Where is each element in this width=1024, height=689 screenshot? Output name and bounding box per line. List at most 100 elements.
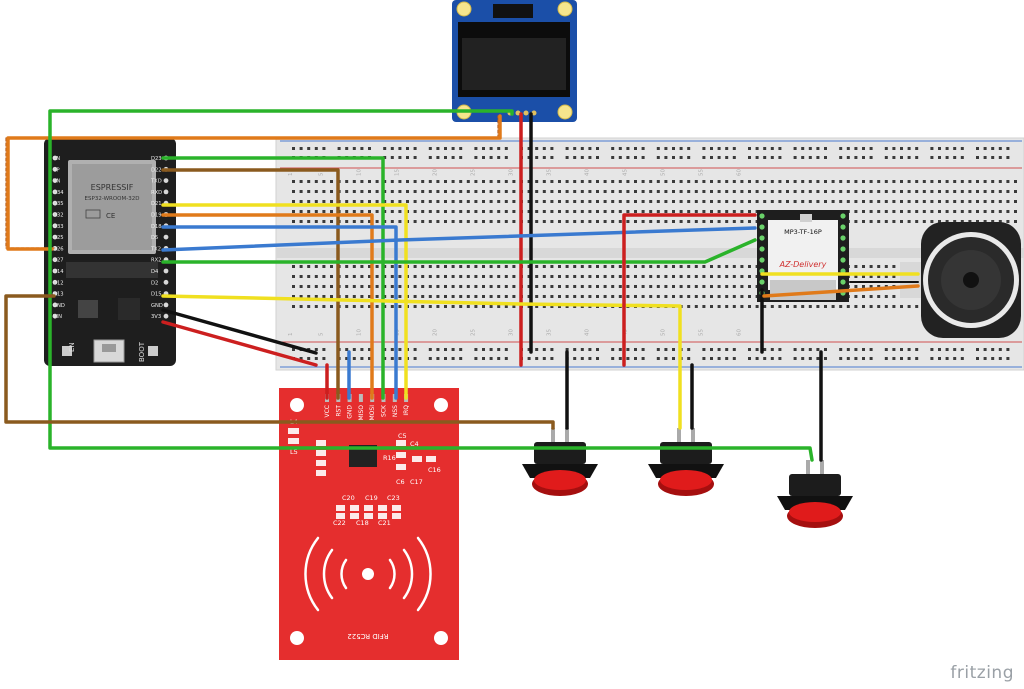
esp32-pin-label: D2 [151,280,158,286]
esp32-pin-label: D25 [53,235,64,241]
bb-col-number-top: 20 [432,169,438,176]
push-button [777,460,853,528]
esp32-pin-hole [163,268,169,274]
esp32-pin-hole [163,189,169,195]
esp32-pin-label: D18 [151,224,162,230]
rfid-comp-c19: C19 [365,494,378,502]
bb-col-number-top: 60 [736,169,742,176]
mp3-pin-right [840,257,846,263]
wire-green-oled [48,109,814,462]
rfid-label: RFID RC522 [347,632,388,640]
esp32-pin-label: D33 [53,224,64,230]
rfid-comp-c21: C21 [378,519,391,527]
esp32-pin-label: D15 [151,292,162,298]
bb-col-number-top: 25 [470,169,476,176]
bb-col-number-bottom: 40 [584,329,590,336]
rfid-pin-label: IRQ [403,405,410,416]
bb-col-number-top: 55 [698,169,704,176]
esp32-pin-label: RXD [151,190,162,196]
esp32-pin-hole [52,279,58,285]
esp32-pin-label: D34 [53,190,64,196]
esp32-pin-label: RX2 [151,258,161,264]
mp3-brand: AZ-Delivery [779,260,827,269]
rfid-pin-label: MISO [358,405,365,421]
mp3-pin-right [840,235,846,241]
esp32-pin-label: D14 [53,269,64,275]
push-button [522,428,598,496]
rfid-pin-label: VCC [324,405,331,417]
bb-col-number-bottom: 35 [546,329,552,336]
esp32-pin-hole [52,212,58,217]
rfid-pin-label: NSS [392,405,399,417]
bb-col-number-top: 35 [546,169,552,176]
rfid-comp-c5: C5 [398,432,407,440]
esp32-pin-label: D32 [53,213,64,219]
esp32-pin-label: D21 [151,201,162,207]
esp32-pin-hole [52,178,58,184]
bb-col-number-top: 30 [508,169,514,176]
esp32-pin-hole [52,166,58,172]
esp32-pin-label: D12 [53,280,64,286]
esp32-model: ESP32-WROOM-32D [85,196,140,202]
wire-blue-tx2 [161,226,757,252]
wires [4,109,920,462]
svg-text:CE: CE [106,212,115,220]
bb-col-number-bottom: 10 [356,329,362,336]
esp32-pin-hole [52,155,58,161]
wire-yellow-d21 [161,203,408,400]
mp3-pin-right [840,279,846,285]
wire-red-3v3 [161,320,318,367]
fritzing-watermark: fritzing [950,663,1014,683]
rfid-comp-c18: C18 [356,519,369,527]
bb-col-number-top: 10 [356,169,362,176]
bb-col-number-top: 50 [660,169,666,176]
esp32-pin-label: D13 [53,292,64,298]
esp32-brand: ESPRESSIF [91,183,134,192]
bb-col-number-top: 45 [622,169,628,176]
esp32-pin-label: D35 [53,201,64,207]
rfid-comp-c17: C17 [410,478,423,486]
esp32-pin-hole [163,234,169,240]
bb-col-number-bottom: 60 [736,329,742,336]
rfid-pin-label: SCK [381,404,388,417]
wire-orange-d19 [161,213,374,400]
esp32-pin-label: TXD [150,179,162,185]
speaker [900,222,1021,338]
wire-brown-d22 [161,168,340,400]
rfid-pin-label: GND [347,405,354,419]
wire-brown-d13 [4,294,555,430]
esp32-pin-label: EN [53,156,60,162]
esp32-pin-label: GND [151,303,163,309]
bb-col-number-top: 40 [584,169,590,176]
rfid-comp-r16: R16 [383,454,396,462]
mp3-pin-right [840,224,846,230]
wire-green-d23 [161,156,385,400]
bb-col-number-bottom: 1 [288,333,294,337]
esp32-pin-hole [163,279,169,285]
rfid-comp-l5: L5 [290,448,298,456]
bb-col-number-bottom: 5 [318,332,324,336]
oled-display [452,0,577,122]
esp32-pin-hole [52,246,58,251]
esp32-pin-label: D5 [151,235,158,241]
esp32-en-label: EN [68,342,76,352]
esp32-pin-hole [52,302,58,308]
bb-col-number-bottom: 20 [432,329,438,336]
esp32-pin-hole [52,223,58,229]
esp32-pin-hole [52,313,58,319]
bb-col-number-bottom: 55 [698,329,704,336]
esp32-pin-label: VP [53,167,60,173]
esp32-pin-hole [163,302,169,308]
bb-col-number-top: 1 [288,173,294,177]
esp32-pin-label: 3V3 [151,314,161,320]
wire-red-mp3-vcc [622,213,757,367]
wire-blue-d18 [161,225,398,400]
wire-yellow-d15 [161,294,682,430]
mp3-pin-right [840,246,846,252]
mp3-label: MP3-TF-16P [784,228,822,236]
wire-orange-spk [762,284,920,298]
esp32-pin-label: GND [53,303,65,309]
